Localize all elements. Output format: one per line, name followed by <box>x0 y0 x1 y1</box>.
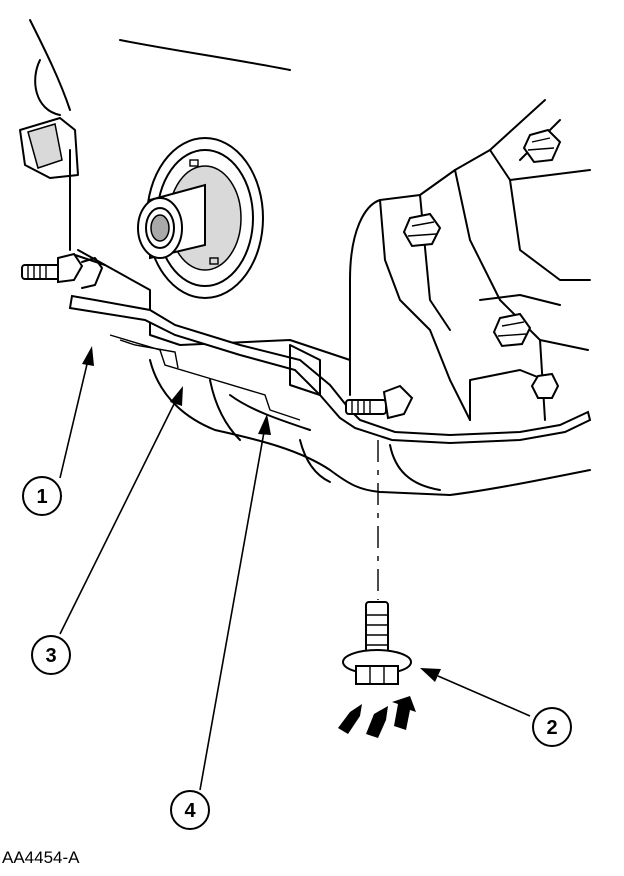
trans-bolt-1 <box>522 128 562 164</box>
callout-3-label: 3 <box>45 645 56 667</box>
callout-1: 1 <box>22 476 62 516</box>
leader-1 <box>59 359 89 479</box>
engine-block <box>19 19 351 361</box>
leader-1-arrowhead <box>82 346 94 366</box>
transmission-bolts <box>402 128 562 399</box>
callout-2-label: 2 <box>546 717 557 739</box>
oil-pan <box>149 359 591 496</box>
oil-pan-gasket <box>68 294 592 445</box>
leader-3-arrowhead <box>170 386 183 406</box>
tighten-direction-arrows <box>338 696 416 738</box>
callout-1-label: 1 <box>36 486 47 508</box>
rotation-arrow-3 <box>392 696 416 730</box>
crankshaft-hub <box>137 137 264 299</box>
leader-4 <box>199 431 265 791</box>
leader-2-arrowhead <box>420 668 441 682</box>
callout-2: 2 <box>532 707 572 747</box>
leader-3 <box>59 399 177 635</box>
right-stud-bolt <box>345 384 414 420</box>
trans-bolt-4 <box>530 372 560 399</box>
rotation-arrow-1 <box>338 704 362 734</box>
leader-lines <box>59 346 531 791</box>
figure-code: AA4454-A <box>2 848 80 867</box>
callout-3: 3 <box>31 635 71 675</box>
trans-bolt-3 <box>492 312 532 348</box>
callout-4-label: 4 <box>184 800 196 822</box>
callout-4: 4 <box>170 790 210 830</box>
left-stud-bolt <box>21 252 103 289</box>
leader-4-arrowhead <box>258 414 271 435</box>
trans-bolt-2 <box>402 212 442 248</box>
leader-2 <box>437 675 531 717</box>
pan-flange-bolt <box>342 601 412 685</box>
rotation-arrow-2 <box>366 706 388 738</box>
